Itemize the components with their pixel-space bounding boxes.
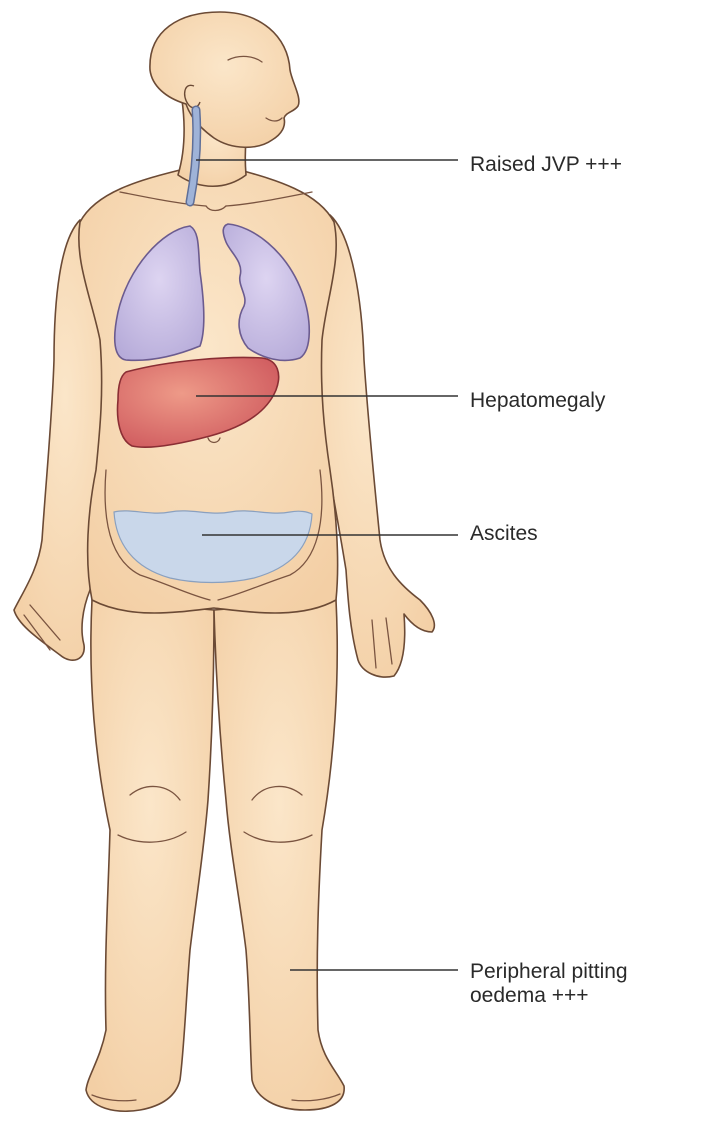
label-oedema-line1: Peripheral pitting bbox=[470, 960, 628, 984]
label-peripheral-oedema: Peripheral pitting oedema +++ bbox=[470, 960, 628, 1008]
label-oedema-line2: oedema +++ bbox=[470, 984, 628, 1008]
head bbox=[150, 12, 299, 147]
left-leg bbox=[86, 600, 214, 1111]
label-ascites: Ascites bbox=[470, 522, 538, 546]
label-hepatomegaly: Hepatomegaly bbox=[470, 389, 605, 413]
label-raised-jvp: Raised JVP +++ bbox=[470, 153, 622, 177]
right-leg bbox=[214, 600, 344, 1110]
